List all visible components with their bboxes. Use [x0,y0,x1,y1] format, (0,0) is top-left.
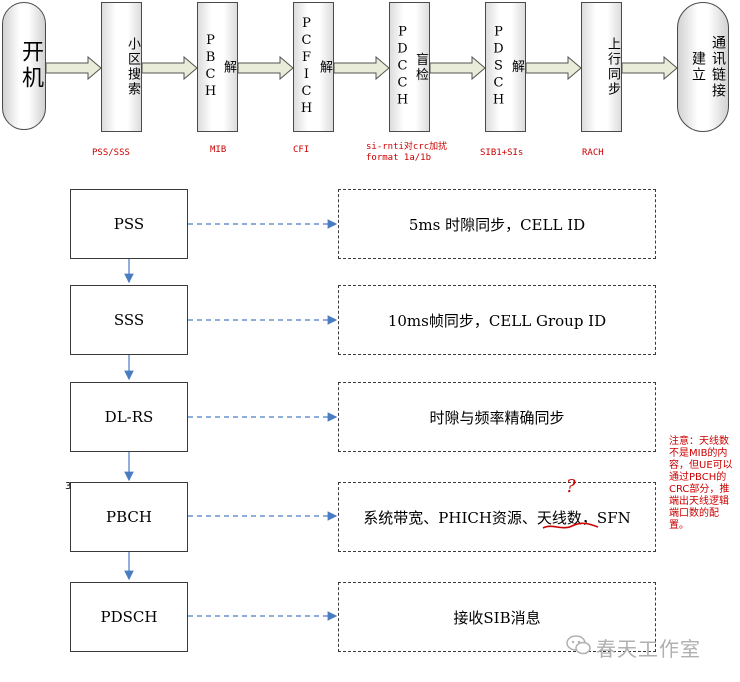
arrow-2 [141,55,198,81]
desc-box-dl-rs: 时隙与频率精确同步 [338,382,656,452]
step-name: SSS [113,311,145,329]
step-box-dl-rs: DL-RS [70,382,188,452]
arrow-6 [525,55,582,81]
stage-label: 解PBCH [203,33,236,101]
step-name: PDSCH [100,608,158,626]
arrow-7 [621,55,678,81]
handwritten-underline [542,522,599,529]
stage-label: 小区搜索 [125,37,140,97]
stage-blind-pdcch: 盲检PDCCH [389,2,430,132]
arrow-5 [429,55,486,81]
handwritten-question-mark: ? [566,476,576,497]
corner-glyph: 3 [65,481,72,492]
end-node: 通讯链接建立 [677,2,729,132]
stage-label: 解PDSCH [491,24,524,110]
step-desc: 5ms 时隙同步，CELL ID [408,215,586,234]
step-name: PBCH [106,508,152,526]
step-box-pss: PSS [70,189,188,259]
arrow-3 [237,55,294,81]
step-name: PSS [113,215,145,233]
step-box-pbch: PBCH [70,482,188,552]
end-label: 通讯链接建立 [690,35,726,99]
stage-cell-search: 小区搜索 [101,2,142,132]
start-node: 开机 [2,2,46,130]
desc-box-pss: 5ms 时隙同步，CELL ID [338,189,656,259]
stage-sublabel: MIB [210,145,227,155]
step-box-sss: SSS [70,285,188,355]
stage-sublabel: PSS/SSS [92,148,130,158]
desc-box-pdsch: 接收SIB消息 [338,582,656,652]
step-desc: 时隙与频率精确同步 [429,408,565,427]
side-note: 注意：天线数不是MIB的内容，但UE可以通过PBCH的CRC部分，推端出天线逻辑… [669,436,733,531]
stage-sublabel: SIB1+SIs [480,148,524,158]
stage-uplink-sync: 上行同步 [581,2,622,132]
stage-decode-pdsch: 解PDSCH [485,2,526,132]
stage-label: 上行同步 [605,37,620,97]
watermark: 春天工作室 [596,637,701,661]
stage-decode-pcfich: 解PCFICH [293,2,334,132]
step-desc: 系统带宽、PHICH资源、天线数，SFN [363,508,631,527]
step-name: DL-RS [104,408,154,426]
start-label: 开机 [18,40,43,92]
stage-decode-pbch: 解PBCH [197,2,238,132]
stage-sublabel: RACH [582,148,604,158]
stage-label: 解PCFICH [299,16,332,118]
stage-sublabel: CFI [293,145,310,155]
top-flow-arrows [45,55,678,81]
wechat-icon [566,635,591,655]
desc-box-pbch: 系统带宽、PHICH资源、天线数，SFN [338,482,656,552]
desc-box-sss: 10ms帧同步，CELL Group ID [338,285,656,355]
step-box-pdsch: PDSCH [70,582,188,652]
arrow-1 [45,55,102,81]
stage-label: 盲检PDCCH [395,24,428,110]
arrow-4 [333,55,390,81]
step-desc: 10ms帧同步，CELL Group ID [387,311,607,330]
step-desc: 接收SIB消息 [453,608,541,627]
stage-sublabel: si-rnti对crc加扰 format 1a/1b [366,142,448,163]
